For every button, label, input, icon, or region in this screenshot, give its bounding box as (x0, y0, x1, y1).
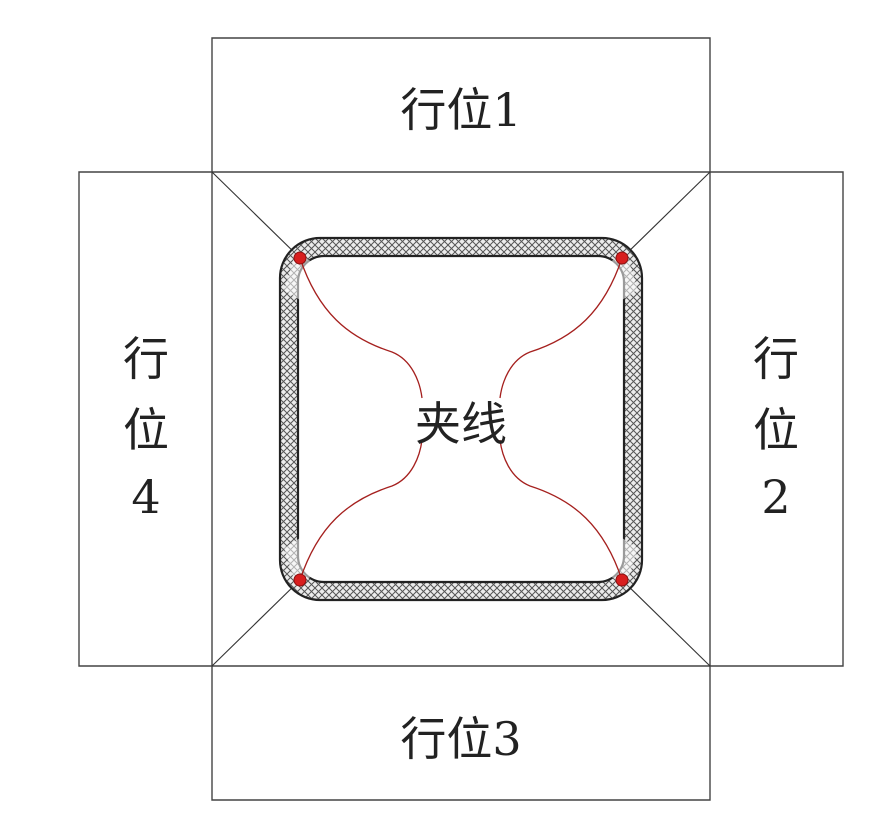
station-4-label-char-3: 4 (131, 470, 160, 524)
frame-crossing-bottom-left (284, 538, 312, 586)
frame-crossing-top-left (284, 252, 312, 300)
connector-bottom-left (211, 579, 301, 667)
clamp-point-top-right (615, 251, 629, 265)
clamp-wire-top-left (299, 257, 423, 399)
frame-crossing-top-right (610, 252, 638, 300)
connector-top-right (621, 171, 711, 259)
station-2-label-char-2: 位 (753, 403, 799, 457)
connector-top-left (211, 171, 301, 259)
clamp-wire-top-right (499, 257, 623, 399)
clamp-point-bottom-right (615, 573, 629, 587)
clamp-frame-outer-edge (278, 236, 644, 602)
clamp-wire-bottom-left (299, 439, 423, 581)
center-clamp-label: 夹线 (415, 397, 507, 451)
station-2-label-char-1: 行 (753, 332, 799, 386)
station-1-label: 行位1 (400, 83, 521, 137)
connector-bottom-right (621, 579, 711, 667)
station-4-label-char-1: 行 (123, 332, 169, 386)
clamp-point-bottom-left (293, 573, 307, 587)
frame-crossing-bottom-right (610, 538, 638, 586)
station-2-label-char-3: 2 (761, 470, 790, 524)
station-2-panel (709, 171, 844, 667)
station-4-label-char-2: 位 (123, 403, 169, 457)
clamp-wire-bottom-right (499, 439, 623, 581)
station-3-label: 行位3 (400, 712, 521, 766)
station-3-panel (211, 665, 711, 801)
clamp-point-top-left (293, 251, 307, 265)
